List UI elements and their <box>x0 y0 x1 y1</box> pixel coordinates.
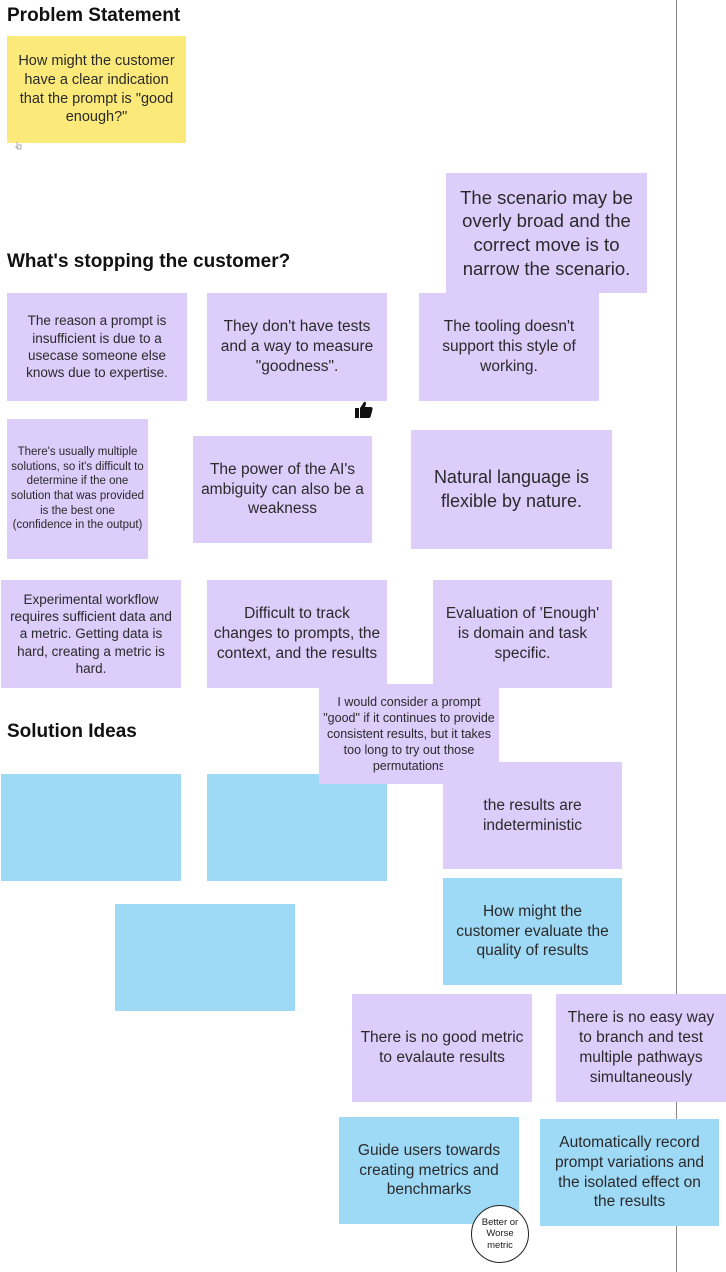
sticky-note-problem[interactable]: How might the customer have a clear indi… <box>7 36 186 143</box>
sticky-note-no-good-metric[interactable]: There is no good metric to evalaute resu… <box>352 994 532 1102</box>
sticky-note-evaluation-enough[interactable]: Evaluation of 'Enough' is domain and tas… <box>433 580 612 688</box>
sticky-note-expertise[interactable]: The reason a prompt is insufficient is d… <box>7 293 187 401</box>
sticky-note-blank-2[interactable] <box>207 774 387 881</box>
sticky-note-guide-users[interactable]: Guide users towards creating metrics and… <box>339 1117 519 1224</box>
sticky-note-natural-language[interactable]: Natural language is flexible by nature. <box>411 430 612 549</box>
sticky-note-how-evaluate[interactable]: How might the customer evaluate the qual… <box>443 878 622 985</box>
board-divider <box>676 0 677 1272</box>
heading-whats-stopping: What's stopping the customer? <box>7 251 291 272</box>
sticky-note-track-changes[interactable]: Difficult to track changes to prompts, t… <box>207 580 387 688</box>
sticky-note-no-tests[interactable]: They don't have tests and a way to measu… <box>207 293 387 401</box>
thumbs-up-icon <box>355 401 373 418</box>
pointer-mark-icon <box>15 142 22 150</box>
sticky-note-ambiguity[interactable]: The power of the AI's ambiguity can also… <box>193 436 372 543</box>
sticky-note-experimental-workflow[interactable]: Experimental workflow requires sufficien… <box>1 580 181 688</box>
sticky-note-no-easy-branch[interactable]: There is no easy way to branch and test … <box>556 994 726 1102</box>
sticky-note-indeterministic[interactable]: the results are indeterministic <box>443 762 622 869</box>
sticky-note-auto-record[interactable]: Automatically record prompt variations a… <box>540 1119 719 1226</box>
heading-problem-statement: Problem Statement <box>7 5 181 26</box>
better-worse-metric-circle[interactable]: Better or Worse metric <box>471 1205 529 1263</box>
sticky-note-multiple-solutions[interactable]: There's usually multiple solutions, so i… <box>7 419 148 559</box>
sticky-note-blank-3[interactable] <box>115 904 295 1011</box>
sticky-note-tooling[interactable]: The tooling doesn't support this style o… <box>419 293 599 401</box>
heading-solution-ideas: Solution Ideas <box>7 721 137 742</box>
sticky-note-blank-1[interactable] <box>1 774 181 881</box>
sticky-note-scenario-broad[interactable]: The scenario may be overly broad and the… <box>446 173 647 293</box>
